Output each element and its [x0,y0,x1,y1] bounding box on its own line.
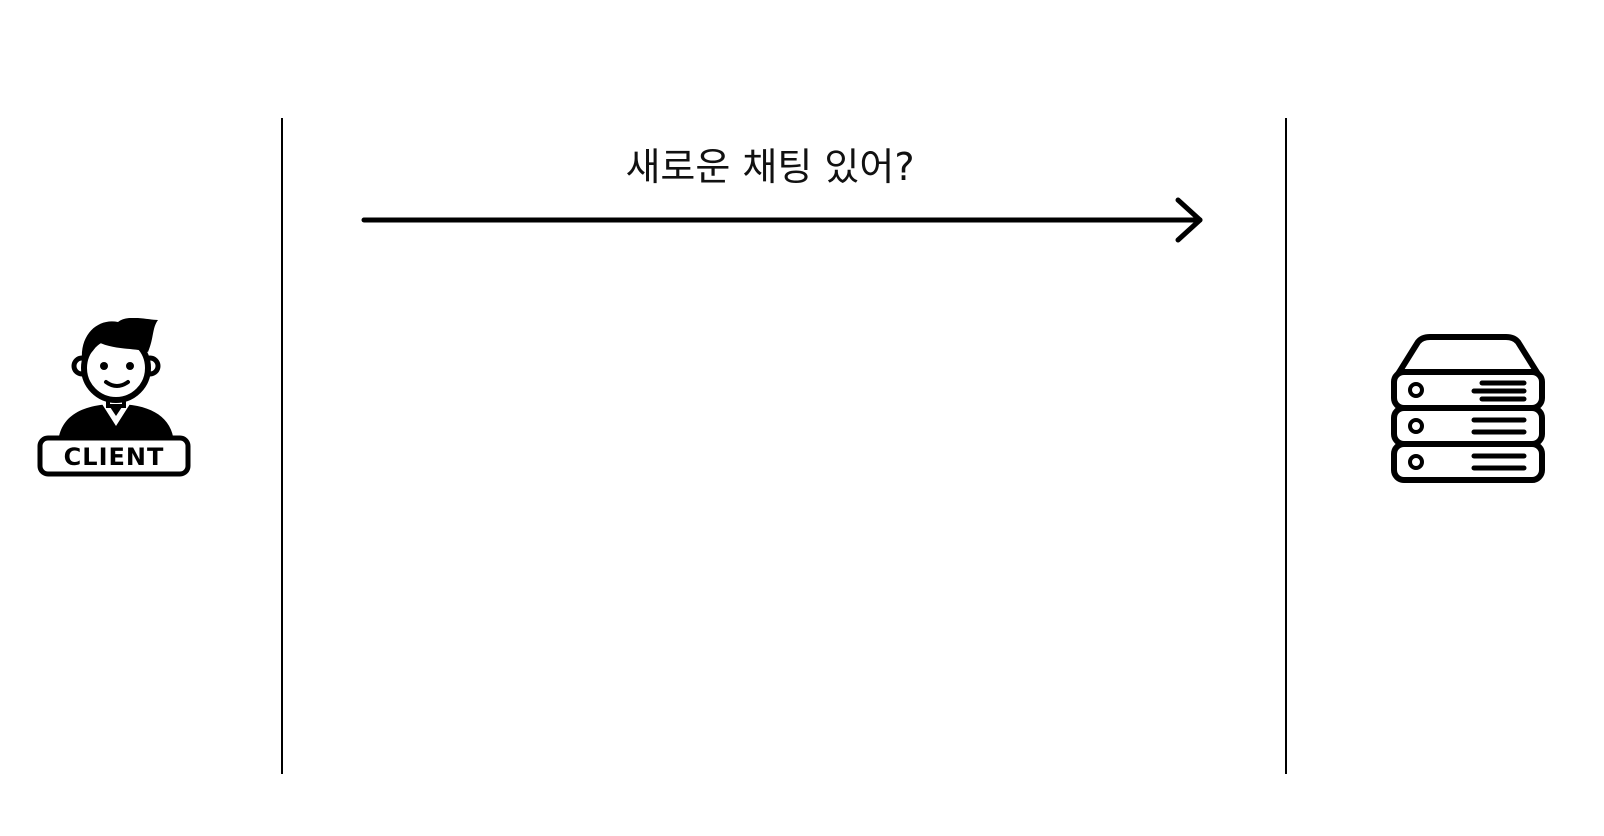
client-collar [102,404,130,426]
request-arrow [361,197,1203,243]
server-rack-icon [1391,334,1545,483]
client-person-icon: CLIENT [37,318,191,477]
server-top [1395,334,1541,377]
client-badge [37,435,191,477]
arrowhead-icon [1175,197,1203,243]
message-label: 새로운 채팅 있어? [625,145,915,189]
server-lifeline [1285,118,1287,774]
client-badge-label: CLIENT [64,443,165,471]
server-unit-3 [1391,441,1545,483]
client-lifeline [281,118,283,774]
client-hair [81,318,158,360]
